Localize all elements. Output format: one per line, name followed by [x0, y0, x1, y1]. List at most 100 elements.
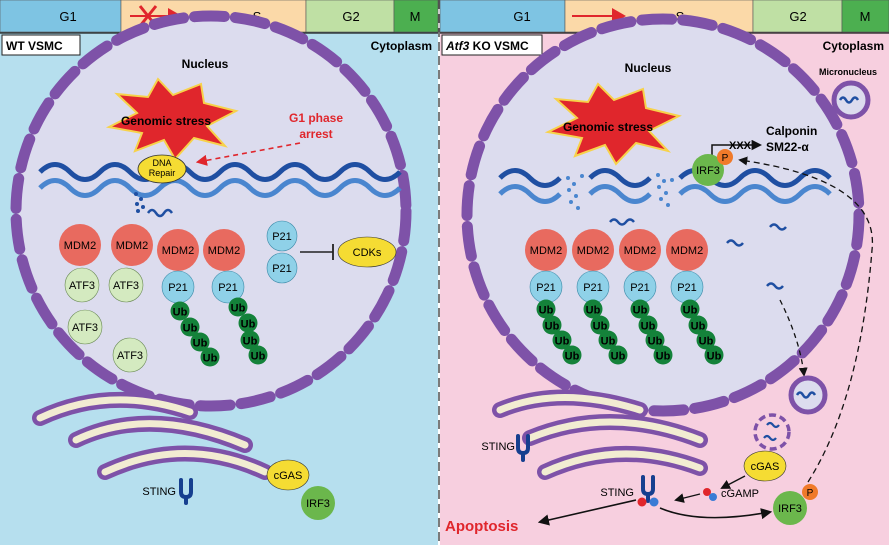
svg-text:P21: P21	[272, 263, 292, 275]
right-cell-cycle-bar: G1 S G2 M	[439, 0, 889, 33]
right-cytoplasm-label: Cytoplasm	[823, 39, 884, 53]
svg-text:P21: P21	[218, 282, 238, 294]
svg-text:IRF3: IRF3	[778, 503, 802, 515]
bound-cgamp-a	[637, 497, 647, 507]
svg-text:Ub: Ub	[633, 305, 648, 317]
right-nucleus	[467, 19, 859, 411]
nuclear-dna-fragment-3	[769, 223, 787, 231]
right-mdm2-1	[525, 229, 567, 271]
left-mdm2-2	[111, 224, 153, 266]
left-cgas-label: cGAS	[274, 470, 303, 482]
svg-text:Ub: Ub	[683, 305, 698, 317]
cgas-to-cgamp-arrow	[720, 475, 746, 489]
svg-text:P21: P21	[630, 282, 650, 294]
right-mdm2-4	[666, 229, 708, 271]
left-nucleus-label: Nucleus	[182, 57, 229, 71]
svg-text:Ub: Ub	[699, 336, 714, 348]
svg-text:P: P	[807, 488, 814, 499]
right-cgas-label: cGAS	[751, 461, 780, 473]
dna-repair-label-line2: Repair	[149, 168, 176, 178]
right-mdm2-2	[572, 229, 614, 271]
dna-export-arrow	[779, 299, 808, 377]
g2-label: G2	[789, 9, 806, 24]
right-cgas	[743, 450, 787, 482]
svg-text:Ub: Ub	[243, 336, 258, 348]
left-dna-strand-2	[38, 178, 402, 198]
micronucleus-dna	[838, 96, 860, 104]
svg-text:Ub: Ub	[586, 305, 601, 317]
right-panel-label-box	[441, 34, 543, 56]
left-cell-cycle-bar: G1 S G2 M	[0, 0, 439, 33]
left-nuclear-envelope	[10, 10, 412, 412]
left-endoplasmic-reticulum	[32, 391, 273, 480]
svg-text:ATF3: ATF3	[72, 322, 98, 334]
g1-label: G1	[513, 9, 530, 24]
svg-text:Ub: Ub	[641, 321, 656, 333]
g1-phase-segment	[439, 0, 566, 33]
svg-text:MDM2: MDM2	[64, 240, 96, 252]
right-mdm2-3	[619, 229, 661, 271]
right-ub-chain-1: Ub Ub Ub Ub	[536, 299, 582, 365]
left-p21-ubiquitinated-2	[211, 270, 245, 304]
right-sting-label-activated: STING	[600, 487, 634, 499]
left-panel-label: WT VSMC	[6, 39, 63, 53]
m-label: M	[860, 9, 871, 24]
right-dna-break-fragments-1	[566, 174, 584, 210]
svg-text:ATF3: ATF3	[69, 280, 95, 292]
svg-text:Ub: Ub	[539, 305, 554, 317]
svg-text:Ub: Ub	[611, 351, 626, 363]
svg-text:Ub: Ub	[545, 321, 560, 333]
left-genomic-stress-label: Genomic stress	[121, 114, 211, 128]
svg-text:P21: P21	[583, 282, 603, 294]
m-phase-segment	[393, 0, 439, 33]
svg-text:ATF3: ATF3	[113, 280, 139, 292]
right-ub-chain-4: Ub Ub Ub Ub	[680, 299, 724, 365]
g2-label: G2	[342, 9, 359, 24]
left-cgas	[266, 459, 310, 491]
left-mdm2-3	[157, 229, 199, 271]
svg-text:Ub: Ub	[601, 336, 616, 348]
cdks-label: CDKs	[353, 247, 382, 259]
nuclear-irf3-phospho	[717, 149, 733, 165]
svg-text:P21: P21	[536, 282, 556, 294]
svg-text:Ub: Ub	[183, 323, 198, 335]
left-free-p21-2	[266, 252, 298, 284]
right-genomic-stress-burst	[544, 82, 682, 166]
left-free-p21-1	[266, 220, 298, 252]
svg-text:Ub: Ub	[648, 336, 663, 348]
svg-text:MDM2: MDM2	[530, 245, 562, 257]
svg-text:Ub: Ub	[593, 321, 608, 333]
sm22-label: SM22-α	[766, 140, 809, 154]
right-genomic-stress-label: Genomic stress	[563, 120, 653, 134]
left-nucleus	[16, 16, 406, 406]
svg-text:Ub: Ub	[231, 303, 246, 315]
svg-text:Ub: Ub	[193, 338, 208, 350]
apoptosis-label: Apoptosis	[445, 518, 518, 535]
left-mdm2-4	[203, 229, 245, 271]
right-panel-label: Atf3 KO VSMC	[445, 39, 529, 53]
right-sting-label-upper: STING	[481, 441, 515, 453]
left-irf3-label: IRF3	[306, 498, 330, 510]
svg-text:Ub: Ub	[656, 351, 671, 363]
right-nucleus-label: Nucleus	[625, 61, 672, 75]
svg-text:MDM2: MDM2	[624, 245, 656, 257]
right-nuclear-envelope	[461, 13, 865, 417]
left-panel-label-box	[1, 34, 81, 56]
left-ub-chain-1: Ub Ub Ub Ub	[170, 301, 220, 367]
svg-text:Ub: Ub	[555, 336, 570, 348]
cgamp-molecule-b	[709, 493, 717, 501]
left-sting-icon	[179, 478, 193, 505]
svg-text:MDM2: MDM2	[577, 245, 609, 257]
micronucleus-label: Micronucleus	[819, 67, 877, 77]
right-ub-chain-3: Ub Ub Ub Ub	[630, 299, 673, 365]
svg-text:Ub: Ub	[691, 321, 706, 333]
g2-phase-segment	[305, 0, 395, 33]
svg-text:IRF3: IRF3	[696, 165, 720, 177]
right-endoplasmic-reticulum	[492, 389, 708, 480]
g1-arrest-label-line1: G1 phase	[289, 111, 343, 125]
svg-text:MDM2: MDM2	[162, 245, 194, 257]
svg-text:MDM2: MDM2	[116, 240, 148, 252]
dna-repair-label-line1: DNA	[152, 158, 171, 168]
cgamp-label: cGAMP	[721, 488, 759, 500]
